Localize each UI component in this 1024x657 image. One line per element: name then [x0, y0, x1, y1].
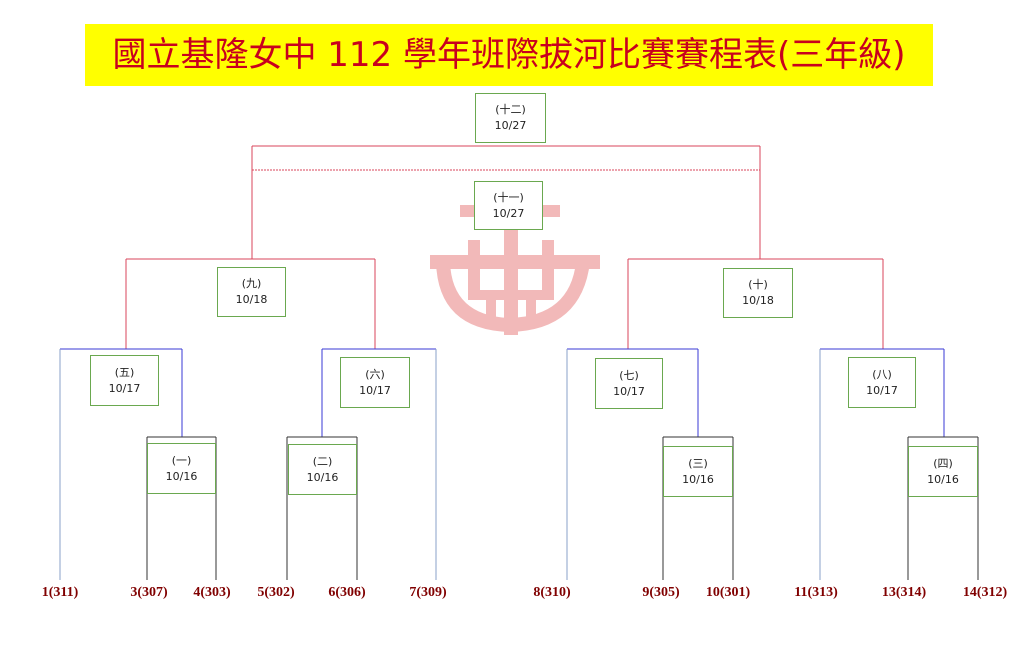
page-title: 國立基隆女中 112 學年班際拔河比賽賽程表(三年級) — [85, 24, 933, 86]
match-date: 10/16 — [306, 470, 339, 484]
match-box-11: (十一) 10/27 — [474, 181, 543, 230]
match-date: 10/16 — [682, 472, 714, 486]
match-box-10: (十) 10/18 — [723, 268, 793, 318]
team-label: 7(309) — [409, 585, 447, 600]
match-label: (十二) — [495, 103, 526, 116]
match-box-2: (二) 10/16 — [288, 444, 357, 495]
team-label: 14(312) — [962, 585, 1008, 600]
match-date: 10/18 — [235, 293, 268, 306]
team-label: 3(307) — [130, 585, 168, 600]
match-date: 10/17 — [866, 383, 898, 397]
team-label: 1(311) — [41, 585, 79, 600]
team-label: 8(310) — [533, 585, 571, 600]
match-label: (三) — [688, 456, 708, 470]
match-date: 10/16 — [927, 472, 959, 486]
match-box-9: (九) 10/18 — [217, 267, 286, 317]
match-date: 10/18 — [742, 294, 774, 307]
match-box-7: (七) 10/17 — [595, 358, 663, 409]
match-date: 10/17 — [108, 381, 141, 395]
match-label: (九) — [241, 277, 262, 290]
match-label: (二) — [312, 454, 333, 468]
match-label: (八) — [872, 367, 892, 381]
team-label: 4(303) — [193, 585, 231, 600]
team-label: 13(314) — [881, 585, 927, 600]
match-label: (五) — [114, 365, 135, 379]
match-date: 10/17 — [359, 383, 391, 397]
school-emblem-icon — [430, 205, 600, 335]
team-label: 11(313) — [794, 585, 838, 600]
match-date: 10/16 — [165, 469, 198, 483]
match-label: (六) — [365, 367, 385, 381]
match-date: 10/27 — [492, 206, 525, 220]
match-label: (四) — [933, 456, 953, 470]
match-box-8: (八) 10/17 — [848, 357, 916, 408]
match-box-1: (一) 10/16 — [147, 443, 216, 494]
team-label: 10(301) — [705, 585, 751, 600]
match-box-4: (四) 10/16 — [908, 446, 978, 497]
team-label: 5(302) — [257, 585, 295, 600]
match-date: 10/17 — [613, 384, 645, 398]
match-label: (一) — [171, 453, 192, 467]
match-box-5: (五) 10/17 — [90, 355, 159, 406]
match-box-6: (六) 10/17 — [340, 357, 410, 408]
match-label: (十) — [748, 278, 768, 291]
match-box-3: (三) 10/16 — [663, 446, 733, 497]
team-label: 6(306) — [328, 585, 366, 600]
match-label: (七) — [619, 368, 639, 382]
match-label: (十一) — [493, 190, 524, 204]
match-date: 10/27 — [494, 119, 527, 132]
team-label: 9(305) — [642, 585, 680, 600]
match-box-12: (十二) 10/27 — [475, 93, 546, 143]
